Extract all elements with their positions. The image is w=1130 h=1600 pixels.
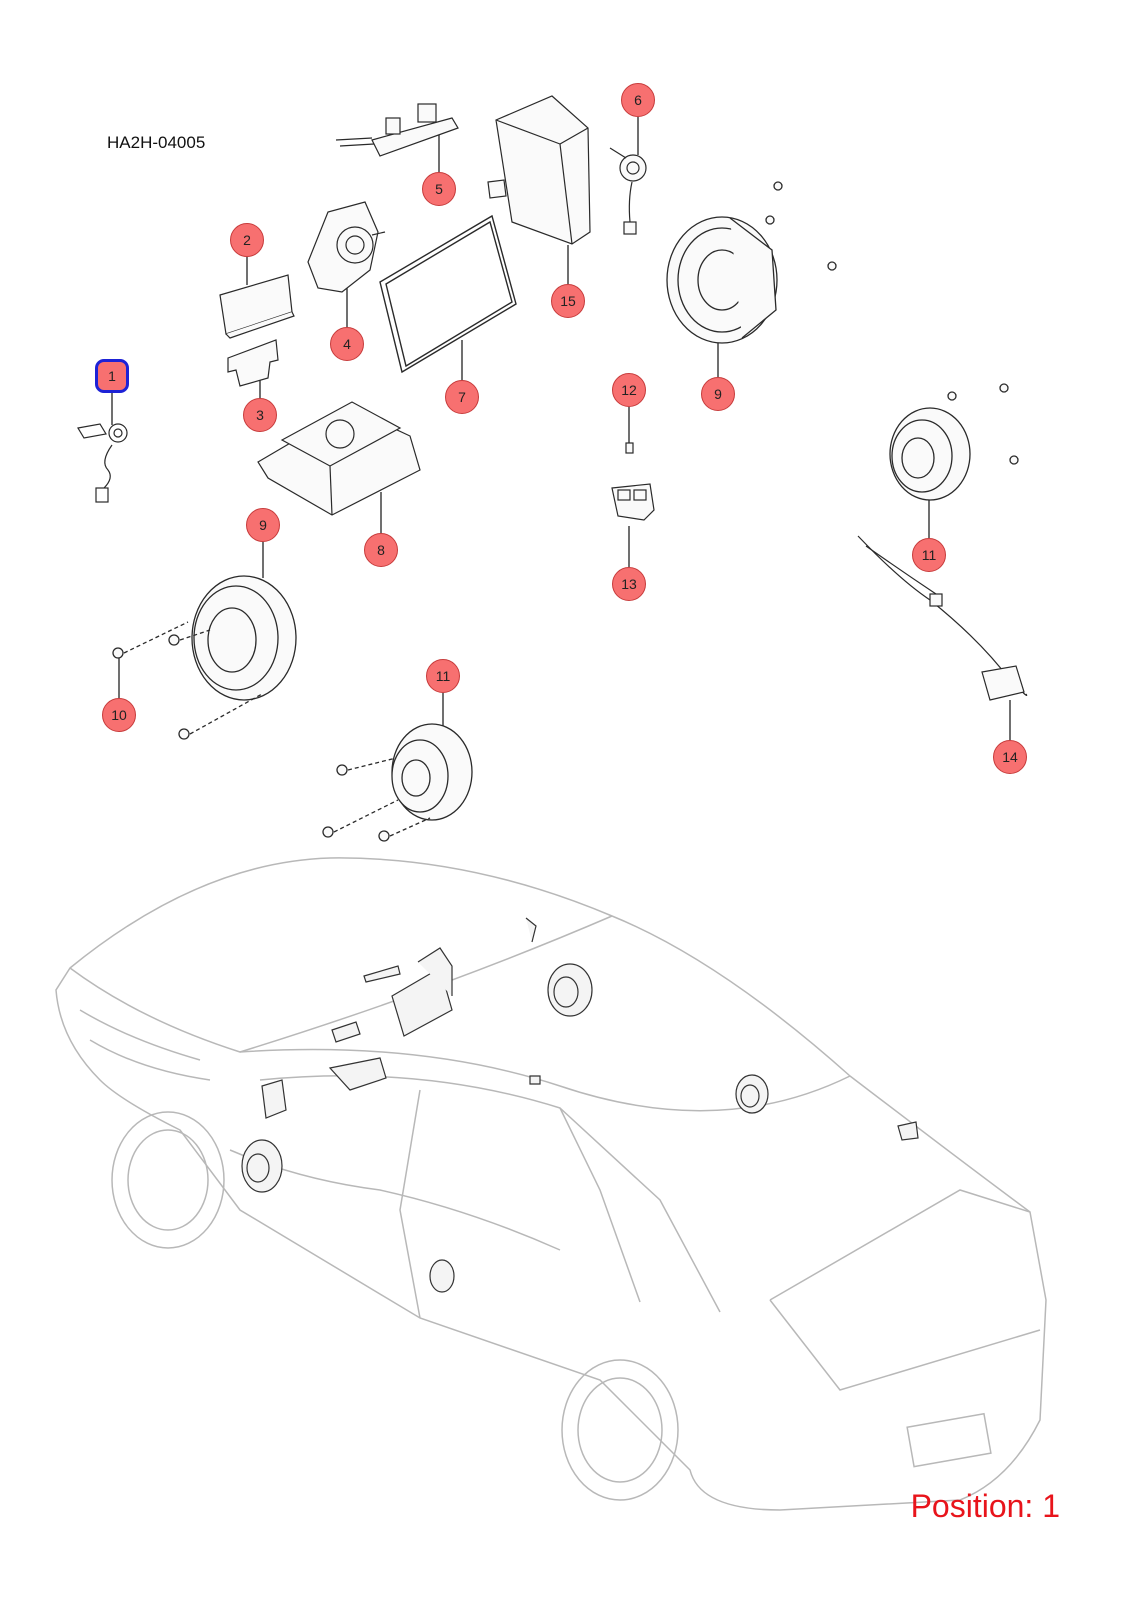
callout-part-13[interactable]: 13 bbox=[612, 567, 646, 601]
part-11-speaker-center bbox=[322, 723, 473, 842]
callout-part-15[interactable]: 15 bbox=[551, 284, 585, 318]
callout-part-3[interactable]: 3 bbox=[243, 398, 277, 432]
part-7-screen bbox=[379, 214, 517, 374]
part-2-display bbox=[219, 274, 295, 339]
callout-part-5[interactable]: 5 bbox=[422, 172, 456, 206]
callout-part-7[interactable]: 7 bbox=[445, 380, 479, 414]
diagram-code: HA2H-04005 bbox=[107, 133, 206, 152]
vehicle-part-locations bbox=[241, 917, 919, 1293]
callout-part-12[interactable]: 12 bbox=[612, 373, 646, 407]
leader-lines bbox=[111, 117, 1011, 740]
part-5-switch bbox=[335, 103, 459, 157]
part-1-tweeter bbox=[77, 423, 128, 503]
vehicle-outline bbox=[55, 857, 1047, 1511]
part-6-tweeter bbox=[609, 147, 647, 235]
part-3-bracket bbox=[227, 339, 279, 387]
part-8-amplifier bbox=[257, 401, 421, 516]
part-4-camera bbox=[307, 201, 386, 293]
callout-part-1[interactable]: 1 bbox=[95, 359, 129, 393]
callout-part-4[interactable]: 4 bbox=[330, 327, 364, 361]
part-9-speaker-left bbox=[112, 575, 297, 740]
part-9-speaker-right bbox=[666, 181, 837, 344]
callout-part-2[interactable]: 2 bbox=[230, 223, 264, 257]
part-15-module bbox=[487, 95, 591, 245]
callout-part-14[interactable]: 14 bbox=[993, 740, 1027, 774]
callout-part-11-right[interactable]: 11 bbox=[912, 538, 946, 572]
callout-part-9-upper[interactable]: 9 bbox=[701, 377, 735, 411]
callout-part-8[interactable]: 8 bbox=[364, 533, 398, 567]
part-11-speaker-right bbox=[889, 383, 1019, 501]
part-14-antenna bbox=[857, 535, 1028, 701]
position-indicator: Position: 1 bbox=[910, 1488, 1060, 1524]
callout-part-6[interactable]: 6 bbox=[621, 83, 655, 117]
callout-part-9-left[interactable]: 9 bbox=[246, 508, 280, 542]
callout-part-10[interactable]: 10 bbox=[102, 698, 136, 732]
callout-part-11-center[interactable]: 11 bbox=[426, 659, 460, 693]
part-12-13-switch bbox=[611, 442, 655, 521]
